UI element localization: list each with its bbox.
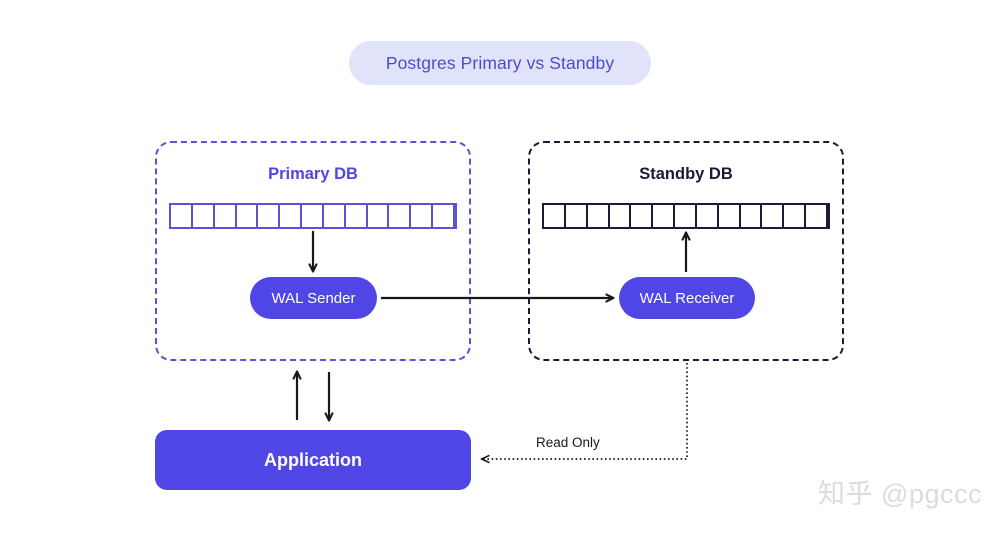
diagram-title-pill: Postgres Primary vs Standby	[349, 41, 651, 85]
wal-receiver-label: WAL Receiver	[639, 289, 735, 307]
wal-segment-cell	[566, 205, 588, 227]
wal-segment-cell	[631, 205, 654, 227]
application-label: Application	[264, 449, 362, 470]
wal-segment-cell	[324, 205, 346, 227]
watermark: 知乎 @pgccc	[818, 479, 982, 509]
wal-segment-cell	[719, 205, 741, 227]
wal-segment-cell	[762, 205, 785, 227]
wal-segment-cell	[544, 205, 566, 227]
wal-segment-cell	[368, 205, 390, 227]
standby-db-container: Standby DB	[528, 141, 844, 361]
wal-segment-cell	[806, 205, 828, 227]
wal-sender-node[interactable]: WAL Sender	[250, 277, 377, 319]
wal-segment-cell	[411, 205, 434, 227]
wal-segment-cell	[215, 205, 237, 227]
wal-segment-cell	[741, 205, 763, 227]
primary-db-container: Primary DB	[155, 141, 471, 361]
wal-sender-label: WAL Sender	[271, 289, 356, 307]
standby-db-heading: Standby DB	[639, 165, 733, 183]
wal-segment-cell	[193, 205, 215, 227]
wal-segment-cell	[697, 205, 719, 227]
wal-segment-cell	[588, 205, 610, 227]
read-only-edge-label: Read Only	[536, 435, 600, 450]
standby-wal-segments	[542, 203, 830, 229]
wal-segment-cell	[280, 205, 303, 227]
wal-segment-cell	[237, 205, 259, 227]
wal-segment-cell	[784, 205, 807, 227]
wal-segment-cell	[302, 205, 324, 227]
wal-segment-cell	[675, 205, 697, 227]
primary-db-heading: Primary DB	[268, 165, 358, 183]
wal-segment-cell	[389, 205, 412, 227]
wal-segment-cell	[346, 205, 368, 227]
wal-segment-cell	[653, 205, 676, 227]
wal-segment-cell	[258, 205, 281, 227]
application-node[interactable]: Application	[155, 430, 471, 490]
wal-segment-cell	[610, 205, 632, 227]
primary-wal-segments	[169, 203, 457, 229]
wal-segment-cell	[171, 205, 193, 227]
wal-segment-cell	[433, 205, 455, 227]
page-title: Postgres Primary vs Standby	[385, 52, 615, 73]
wal-receiver-node[interactable]: WAL Receiver	[619, 277, 755, 319]
